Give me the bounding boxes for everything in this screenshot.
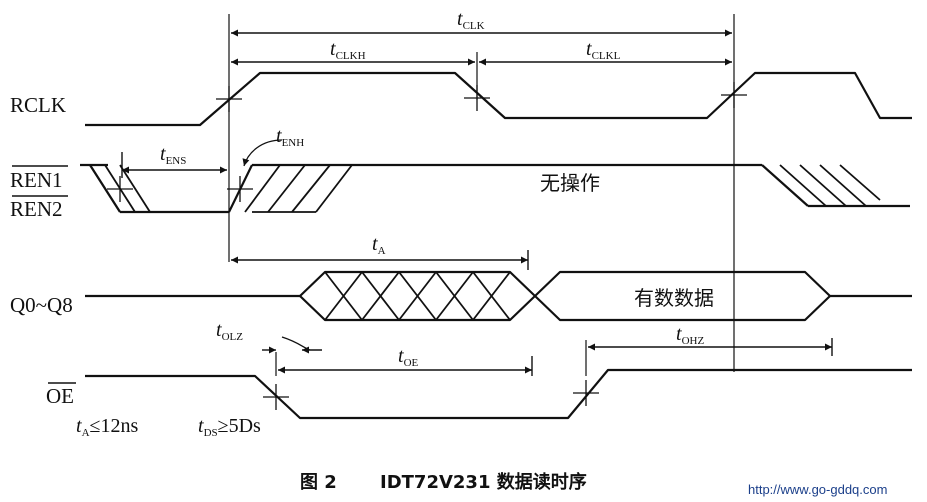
ren-crossing-ticks: [107, 176, 253, 202]
oe-reference-lines: [275, 340, 587, 376]
toe-label: tOE: [398, 345, 419, 369]
no-op-label: 无操作: [540, 171, 600, 195]
oe-label: OE: [46, 384, 74, 408]
tenh-label: tENH: [276, 125, 304, 149]
rclk-crossing-ticks: [216, 82, 747, 112]
overbars: [12, 165, 76, 384]
ren2-label: REN2: [10, 197, 63, 221]
rclk-label: RCLK: [10, 93, 66, 117]
tens-label: tENS: [160, 143, 186, 167]
rclk-waveform: [85, 71, 912, 127]
ta-label: tA: [372, 233, 386, 257]
tenh-leader: [242, 139, 283, 167]
tclkl-label: tCLKL: [586, 38, 621, 62]
figure-number: 图 2: [300, 472, 337, 493]
figure-title: IDT72V231 数据读时序: [380, 471, 587, 493]
tclkh-label: tCLKH: [330, 38, 366, 62]
ren-hatch: [89, 164, 881, 213]
tds-note: tDS≥5Ds: [198, 415, 261, 439]
tclk-label: tCLK: [457, 8, 485, 32]
dimension-arrows: [122, 29, 832, 374]
q-bus: [85, 270, 912, 322]
watermark-url: http://www.go-gddq.com: [748, 482, 887, 497]
ta-note: tA≤12ns: [76, 415, 138, 439]
reference-lines: [228, 14, 735, 372]
oe-crossing-ticks: [263, 380, 599, 410]
q-label: Q0~Q8: [10, 293, 73, 317]
ren-waveform: [80, 163, 910, 214]
tolz-leader: [281, 336, 311, 351]
oe-waveform: [85, 368, 912, 420]
tolz-label: tOLZ: [216, 319, 243, 343]
valid-data-label: 有数数据: [634, 286, 714, 310]
tohz-label: tOHZ: [676, 323, 704, 347]
q-invalid-crosses: [324, 271, 511, 321]
ren1-label: REN1: [10, 168, 63, 192]
